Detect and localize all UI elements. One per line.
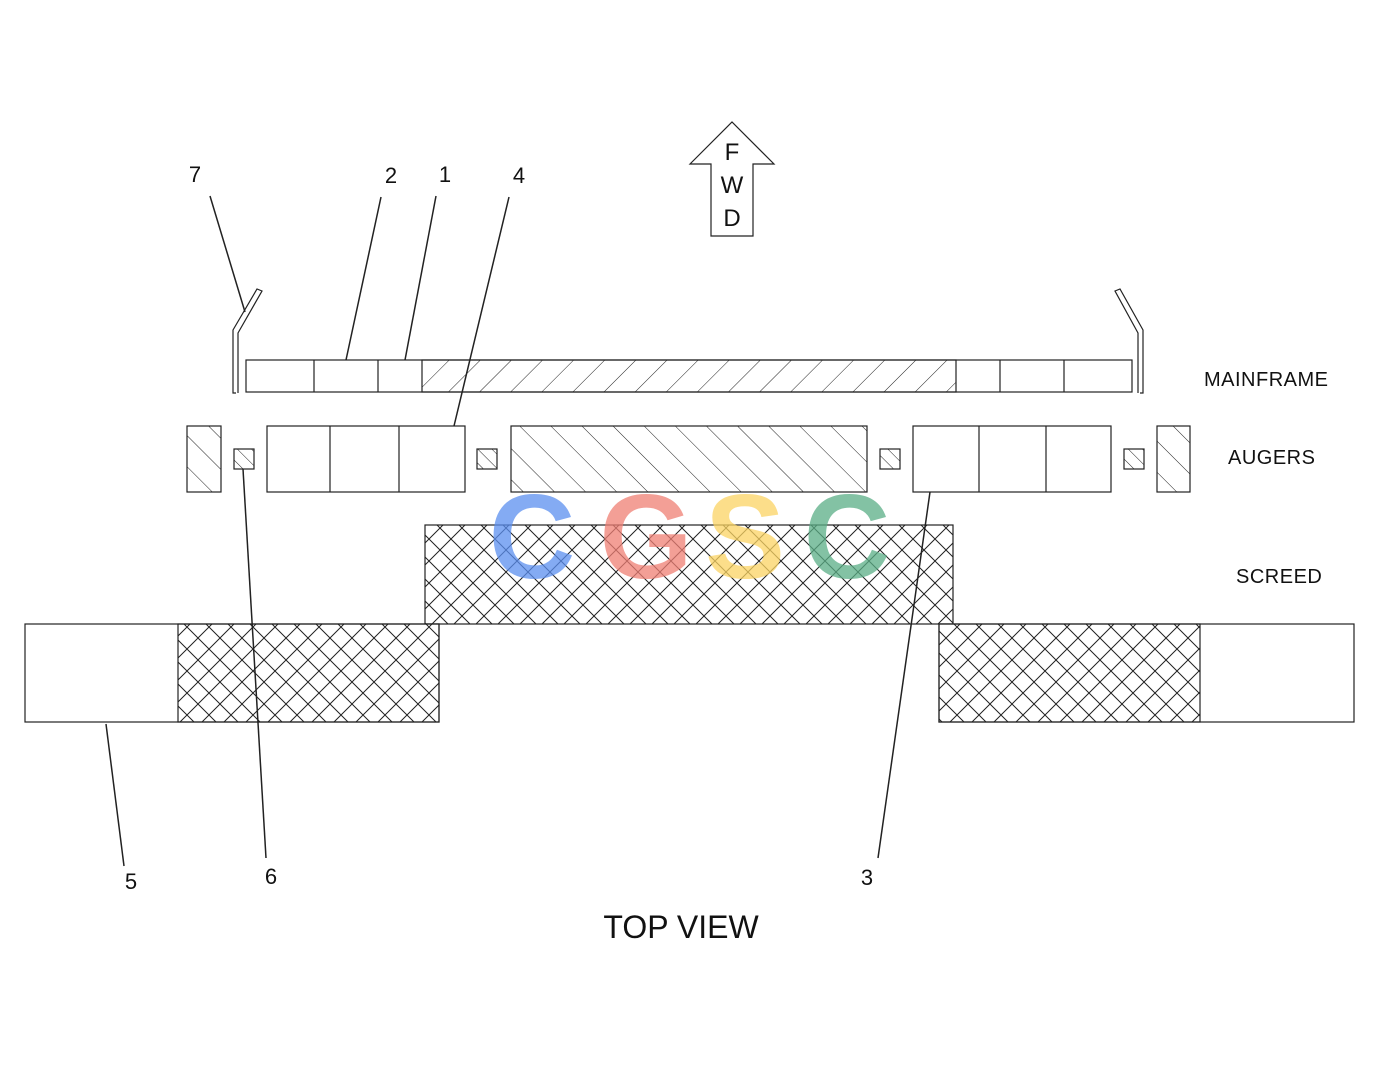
mainframe-row: MAINFRAME [232, 288, 1329, 394]
callout-5: 5 [125, 869, 137, 894]
mainframe-label: MAINFRAME [1204, 369, 1329, 391]
cgsc-watermark: C G S C [489, 470, 891, 604]
watermark-letter-1: C [489, 470, 576, 604]
callout-4: 4 [513, 163, 525, 188]
forward-arrow: F W D [688, 121, 776, 237]
watermark-letter-3: S [705, 470, 785, 604]
callouts: 7 2 1 4 6 5 3 [125, 162, 873, 894]
right-bracket [1114, 288, 1144, 394]
watermark-letter-2: G [599, 470, 692, 604]
leader-lines [105, 195, 931, 867]
screed-label: SCREED [1236, 566, 1322, 588]
augers-label: AUGERS [1228, 447, 1315, 469]
callout-2: 2 [385, 163, 397, 188]
callout-1: 1 [439, 162, 451, 187]
arrow-letter-f: F [725, 139, 740, 166]
augers-row: AUGERS [186, 425, 1315, 493]
arrow-letter-w: W [721, 172, 744, 199]
callout-7: 7 [189, 162, 201, 187]
watermark-letter-4: C [804, 470, 891, 604]
diagram-title: TOP VIEW [603, 909, 759, 945]
left-bracket [232, 288, 263, 394]
arrow-letter-d: D [723, 205, 740, 232]
screed-row: SCREED [24, 524, 1355, 723]
callout-3: 3 [861, 865, 873, 890]
callout-6: 6 [265, 864, 277, 889]
